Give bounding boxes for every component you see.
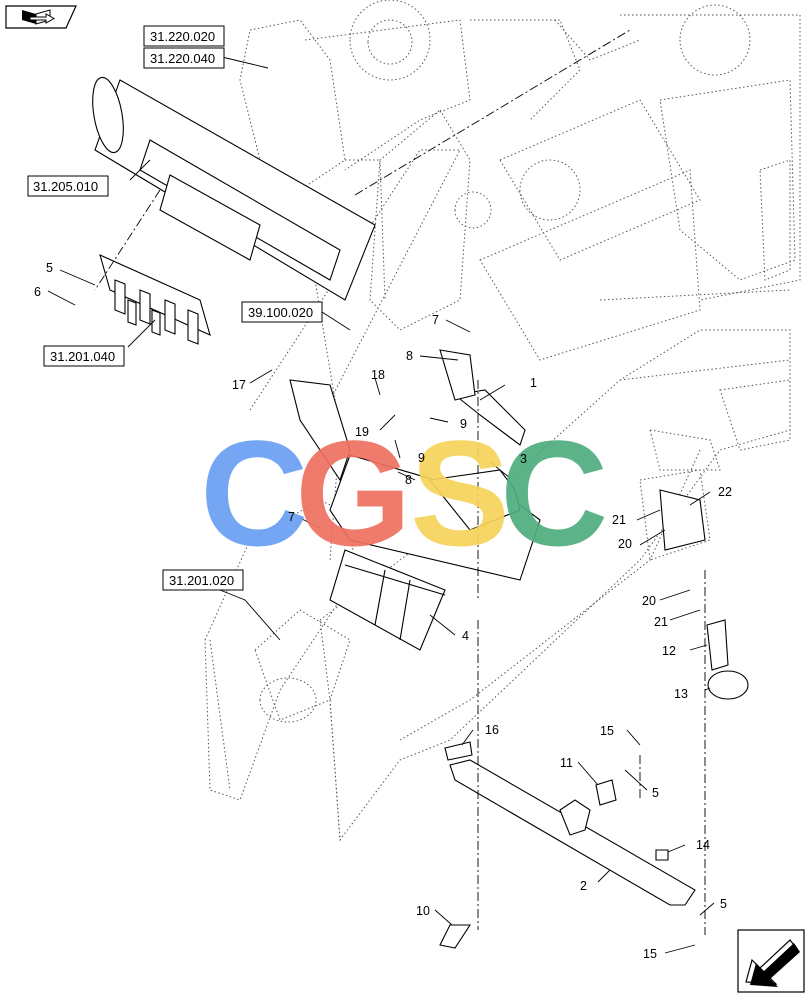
ref-box-31-201-020[interactable]: 31.201.020	[162, 569, 244, 591]
callout-14: 14	[696, 838, 710, 852]
callout-2: 2	[580, 879, 587, 893]
callout-13: 13	[674, 687, 688, 701]
ref-box-31-201-040[interactable]: 31.201.040	[43, 345, 125, 367]
callout-5: 5	[46, 261, 53, 275]
svg-text:31.220.020: 31.220.020	[150, 29, 215, 44]
ref-box-31-220-040[interactable]: 31.220.040	[143, 47, 225, 69]
callout-9: 9	[460, 417, 467, 431]
callout-17: 17	[232, 378, 246, 392]
svg-text:31.220.040: 31.220.040	[150, 51, 215, 66]
center-lines	[94, 29, 706, 935]
callout-12: 12	[662, 644, 676, 658]
book-arrow-icon[interactable]	[5, 5, 77, 29]
ref-box-31-205-010[interactable]: 31.205.010	[27, 175, 109, 197]
callout-21: 21	[654, 615, 668, 629]
ref-box-39-100-020[interactable]: 39.100.020	[241, 301, 323, 323]
small-hardware	[439, 489, 749, 949]
svg-text:31.201.020: 31.201.020	[169, 573, 234, 588]
watermark-letter-c2: C	[500, 409, 608, 577]
callout-8: 8	[405, 473, 412, 487]
callout-18: 18	[371, 368, 385, 382]
callout-16: 16	[485, 723, 499, 737]
callout-21: 21	[612, 513, 626, 527]
callout-numbers: 5 6 17 7 8 1 18 19 9 9 8 3 7 4 21 22 20 …	[34, 261, 732, 961]
callout-8: 8	[406, 349, 413, 363]
callout-11: 11	[560, 756, 573, 770]
arm-part	[449, 759, 696, 906]
watermark-letter-s: S	[410, 409, 510, 577]
svg-text:39.100.020: 39.100.020	[248, 305, 313, 320]
callout-15: 15	[643, 947, 657, 961]
shield-parts	[289, 349, 541, 651]
callout-9: 9	[418, 451, 425, 465]
svg-text:31.205.010: 31.205.010	[33, 179, 98, 194]
callout-1: 1	[530, 376, 537, 390]
callout-22: 22	[718, 485, 732, 499]
callout-20: 20	[642, 594, 656, 608]
callout-10: 10	[416, 904, 430, 918]
hub-bolt-cluster	[99, 254, 211, 345]
leader-lines	[47, 56, 715, 954]
callout-19: 19	[355, 425, 369, 439]
watermark: C G S C	[200, 409, 608, 577]
callout-7: 7	[432, 313, 439, 327]
ref-box-31-220-020[interactable]: 31.220.020	[143, 25, 225, 47]
watermark-letter-g: G	[295, 409, 412, 577]
svg-text:31.201.040: 31.201.040	[50, 349, 115, 364]
drum-assembly	[92, 76, 376, 301]
callout-20: 20	[618, 537, 632, 551]
callout-5: 5	[720, 897, 727, 911]
callout-15: 15	[600, 724, 614, 738]
callout-7: 7	[288, 510, 295, 524]
callout-4: 4	[462, 629, 469, 643]
callout-3: 3	[520, 452, 527, 466]
callout-5: 5	[652, 786, 659, 800]
watermark-letter-c1: C	[200, 409, 308, 577]
callout-6: 6	[34, 285, 41, 299]
arrow-down-left-icon[interactable]	[737, 929, 805, 993]
